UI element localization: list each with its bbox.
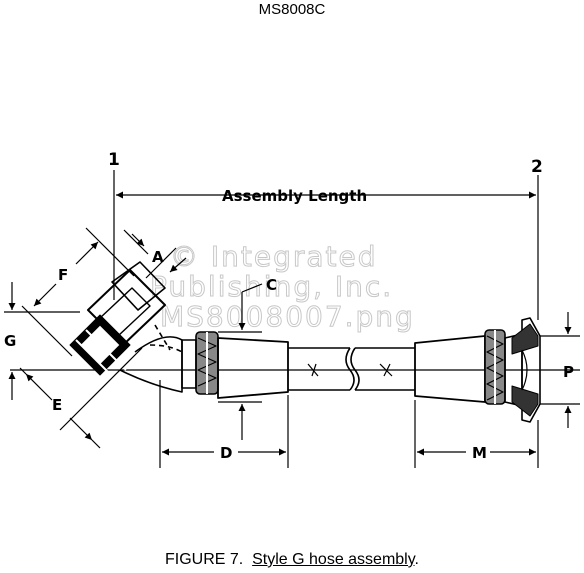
callout-1: 1 (108, 150, 120, 170)
right-socket (414, 317, 541, 423)
dimension-f (21, 227, 135, 357)
figure-caption: FIGURE 7. Style G hose assembly. (0, 549, 584, 571)
dimension-p (540, 312, 580, 428)
label-d: D (220, 444, 232, 462)
dimension-c (218, 283, 263, 440)
dimension-e (19, 347, 143, 449)
label-c: C (266, 276, 277, 294)
label-e: E (52, 396, 62, 414)
watermark: © Integrated Publishing, Inc. MS8008007.… (150, 240, 415, 334)
label-m: M (472, 444, 487, 462)
label-f: F (58, 266, 68, 284)
label-a: A (152, 248, 164, 266)
assembly-length-label: Assembly Length (222, 187, 367, 205)
dimension-g (4, 282, 80, 400)
figure-number: FIGURE 7. (164, 551, 244, 568)
callout-2: 2 (531, 157, 543, 177)
page-title: MS8008C (258, 1, 326, 18)
hose-body (288, 347, 415, 391)
figure-caption-suffix: . (414, 551, 419, 568)
dimension-d (159, 380, 289, 468)
dimension-a (123, 229, 187, 279)
watermark-line-3: MS8008007.png (160, 300, 415, 333)
dimension-m (414, 400, 539, 468)
watermark-line-1: © Integrated (170, 240, 378, 273)
elbow-fitting (69, 261, 183, 393)
dimension-labels: 1 2 Assembly Length A C D E F G M P (4, 150, 574, 462)
watermark-line-2: Publishing, Inc. (150, 270, 393, 303)
label-p: P (563, 363, 574, 381)
figure-caption-text: Style G hose assembly (252, 551, 415, 568)
label-g: G (4, 332, 16, 350)
left-socket (181, 331, 289, 399)
